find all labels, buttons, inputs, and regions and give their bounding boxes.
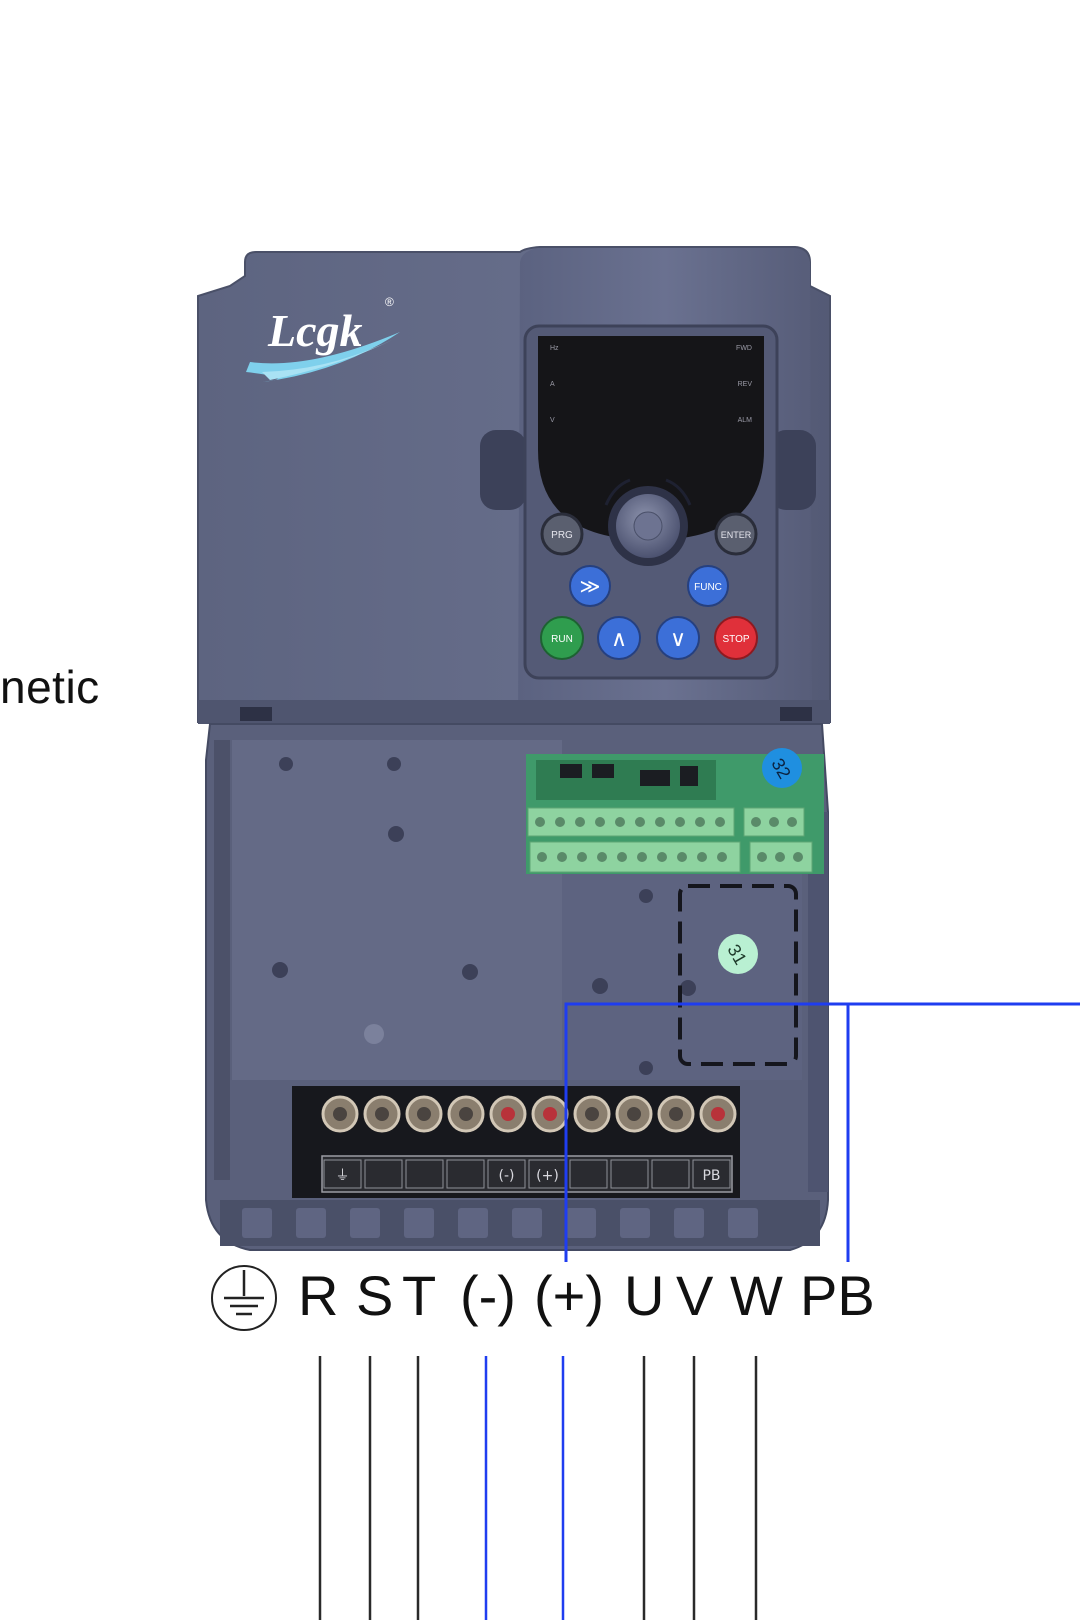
led-label-left: Hz	[550, 345, 559, 352]
terminal-strip-cell	[405, 1159, 444, 1189]
terminal-label-v: V	[676, 1264, 714, 1327]
control-board	[526, 754, 824, 874]
brand-logo: Lcgk ®	[246, 295, 400, 382]
option-card-outline	[678, 884, 798, 1066]
terminal-label-t: T	[402, 1264, 437, 1327]
terminal-screw	[405, 1095, 443, 1133]
terminal-label-u: U	[624, 1264, 665, 1327]
terminal-screw	[615, 1095, 653, 1133]
led-label-right: ALM	[738, 417, 753, 424]
shift-button[interactable]: ≫	[569, 565, 611, 607]
prg-button[interactable]: PRG	[540, 512, 584, 556]
up-button-label: ∧	[611, 627, 627, 652]
led-label-left: A	[550, 381, 555, 388]
sticker-31: 31	[718, 934, 758, 974]
sticker-32: 32	[762, 748, 802, 788]
ground-icon	[211, 1265, 277, 1331]
logo-text: Lcgk	[267, 305, 363, 356]
terminal-label-minus: (-)	[460, 1264, 516, 1327]
terminal-label-plus: (+)	[534, 1264, 604, 1327]
terminal-strip-cell	[610, 1159, 649, 1189]
enter-button[interactable]: ENTER	[714, 512, 758, 556]
terminal-strip-label: (-)	[499, 1168, 515, 1184]
led-label-left: V	[550, 417, 555, 424]
terminal-screw	[657, 1095, 695, 1133]
side-caption: netic	[0, 661, 100, 713]
terminal-strip-cell	[651, 1159, 690, 1189]
power-terminal-block: ⏚ (-) (+) PB	[292, 1086, 740, 1198]
display-screen	[538, 336, 764, 540]
prg-button-label: PRG	[551, 530, 573, 541]
terminal-label-s: S	[356, 1264, 394, 1327]
terminal-label-r: R	[298, 1264, 339, 1327]
down-button-label: ∨	[670, 627, 686, 652]
led-label-right: FWD	[736, 345, 752, 352]
stop-button-label: STOP	[722, 634, 749, 645]
terminal-screw	[447, 1095, 485, 1133]
terminal-strip-cell	[692, 1159, 731, 1189]
down-button[interactable]: ∨	[656, 616, 700, 660]
terminal-strip-label: ⏚	[336, 1168, 350, 1184]
run-button[interactable]: RUN	[540, 616, 584, 660]
logo-registered-mark: ®	[385, 295, 394, 309]
terminal-label-pb: PB	[800, 1264, 875, 1327]
func-button[interactable]: FUNC	[687, 565, 729, 607]
terminal-strip-cell	[446, 1159, 485, 1189]
terminal-screw	[489, 1095, 527, 1133]
led-label-right: REV	[738, 381, 753, 388]
up-button[interactable]: ∧	[597, 616, 641, 660]
terminal-strip-cell	[487, 1159, 526, 1189]
terminal-strip-cell	[569, 1159, 608, 1189]
terminal-strip-cell	[323, 1159, 362, 1189]
run-button-label: RUN	[551, 634, 573, 645]
terminal-strip-label: PB	[702, 1168, 720, 1184]
terminal-screw	[699, 1095, 737, 1133]
output-wires	[318, 1356, 758, 1620]
terminal-strip-label: (+)	[536, 1168, 559, 1184]
func-button-label: FUNC	[694, 582, 722, 593]
terminal-screw	[321, 1095, 359, 1133]
enter-button-label: ENTER	[721, 530, 752, 540]
terminal-screw	[573, 1095, 611, 1133]
terminal-label-w: W	[730, 1264, 783, 1327]
brake-wire-plus	[564, 1002, 1080, 1262]
terminal-screw	[363, 1095, 401, 1133]
shift-button-label: ≫	[580, 574, 601, 598]
stop-button[interactable]: STOP	[714, 616, 758, 660]
terminal-screw	[531, 1095, 569, 1133]
terminal-strip-cell	[364, 1159, 403, 1189]
